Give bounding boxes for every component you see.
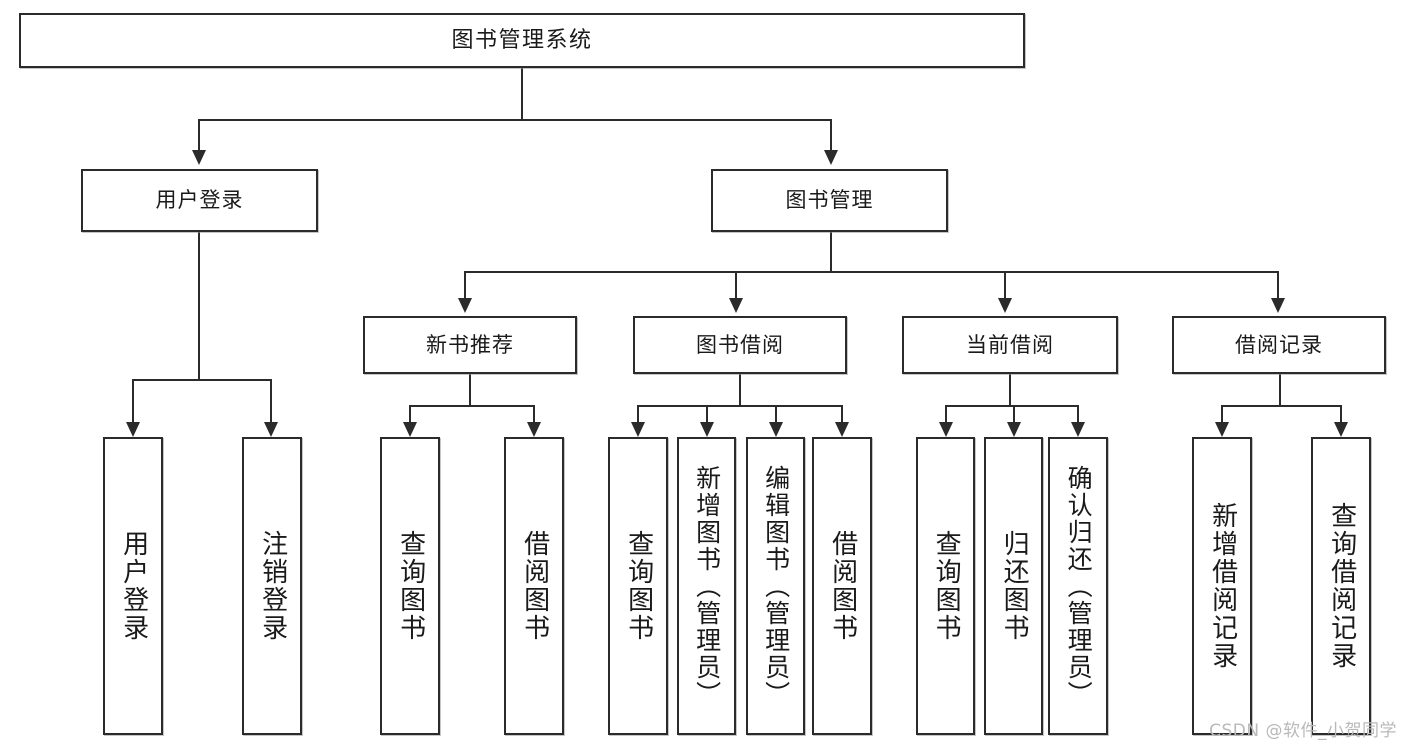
leaf-label: 查询图书 xyxy=(931,530,962,642)
connector-borrow-record-leaf2 xyxy=(1340,405,1342,422)
leaf-return-book[interactable]: 归还图书 xyxy=(984,437,1043,735)
node-label: 图书管理 xyxy=(785,188,874,213)
leaf-label: 新增图书（管理员） xyxy=(692,464,722,708)
node-borrow-record[interactable]: 借阅记录 xyxy=(1172,316,1386,374)
leaf-add-book-admin[interactable]: 新增图书（管理员） xyxy=(677,437,736,735)
arrowhead-borrow-record xyxy=(1271,298,1285,313)
leaf-query-book-newbook[interactable]: 查询图书 xyxy=(380,437,440,735)
connector-level3-bus xyxy=(464,271,1278,273)
leaf-add-borrow-record[interactable]: 新增借阅记录 xyxy=(1192,437,1252,735)
node-book-manage[interactable]: 图书管理 xyxy=(711,169,948,232)
arrowhead-leaf-query-book-b xyxy=(631,422,645,437)
leaf-label: 新增借阅记录 xyxy=(1207,502,1238,670)
node-label: 图书管理系统 xyxy=(451,27,593,53)
node-label: 用户登录 xyxy=(155,188,244,213)
connector-user-login-leaf1 xyxy=(132,379,134,422)
node-root-system[interactable]: 图书管理系统 xyxy=(19,13,1025,68)
connector-book-manage-stem xyxy=(830,232,832,272)
connector-new-book-rec-leaf1 xyxy=(409,405,411,422)
connector-current-borrow-leaf2 xyxy=(1013,405,1015,422)
connector-book-borrow-stem xyxy=(739,374,741,406)
node-label: 借阅记录 xyxy=(1235,332,1323,357)
connector-new-book-rec-bus xyxy=(409,405,535,407)
leaf-borrow-book[interactable]: 借阅图书 xyxy=(812,437,872,735)
node-current-borrow[interactable]: 当前借阅 xyxy=(902,316,1118,374)
arrowhead-leaf-query-book-a xyxy=(403,422,417,437)
arrowhead-leaf-confirm-return xyxy=(1071,422,1085,437)
leaf-confirm-return-admin[interactable]: 确认归还（管理员） xyxy=(1048,437,1108,735)
connector-current-borrow-leaf3 xyxy=(1077,405,1079,422)
connector-to-user-login xyxy=(198,119,200,150)
connector-book-borrow-leaf4 xyxy=(841,405,843,422)
leaf-logout[interactable]: 注销登录 xyxy=(242,437,302,735)
arrowhead-leaf-return-book xyxy=(1007,422,1021,437)
connector-new-book-rec-stem xyxy=(469,374,471,406)
node-book-borrow[interactable]: 图书借阅 xyxy=(633,316,847,374)
leaf-label: 归还图书 xyxy=(999,530,1030,642)
connector-root-trunk xyxy=(521,68,523,120)
connector-to-book-manage xyxy=(830,119,832,150)
node-label: 新书推荐 xyxy=(426,332,514,357)
connector-book-borrow-bus xyxy=(637,405,843,407)
arrowhead-leaf-user-login xyxy=(126,422,140,437)
connector-to-current-borrow xyxy=(1004,271,1006,300)
connector-user-login-leaf2 xyxy=(270,379,272,422)
leaf-label: 查询图书 xyxy=(395,530,426,642)
connector-user-login-stem xyxy=(198,232,200,380)
node-label: 图书借阅 xyxy=(696,332,784,357)
arrowhead-leaf-add-record xyxy=(1215,422,1229,437)
leaf-query-book-current[interactable]: 查询图书 xyxy=(916,437,975,735)
arrowhead-new-book-rec xyxy=(458,298,472,313)
csdn-watermark: CSDN @软件_小贺同学 xyxy=(1209,721,1397,741)
leaf-edit-book-admin[interactable]: 编辑图书（管理员） xyxy=(746,437,805,735)
leaf-label: 确认归还（管理员） xyxy=(1064,464,1094,708)
arrowhead-leaf-add-book xyxy=(700,422,714,437)
connector-borrow-record-leaf1 xyxy=(1221,405,1223,422)
connector-book-borrow-leaf3 xyxy=(775,405,777,422)
connector-current-borrow-leaf1 xyxy=(945,405,947,422)
leaf-label: 查询借阅记录 xyxy=(1326,502,1357,670)
connector-level2-bus xyxy=(198,119,832,121)
arrowhead-book-borrow xyxy=(729,298,743,313)
leaf-query-borrow-record[interactable]: 查询借阅记录 xyxy=(1311,437,1371,735)
connector-to-new-book-rec xyxy=(464,271,466,300)
connector-current-borrow-stem xyxy=(1009,374,1011,406)
leaf-label: 查询图书 xyxy=(623,530,654,642)
arrowhead-leaf-logout xyxy=(264,422,278,437)
leaf-label: 借阅图书 xyxy=(827,530,858,642)
arrowhead-leaf-borrow-book-a xyxy=(527,422,541,437)
connector-borrow-record-stem xyxy=(1279,374,1281,406)
connector-user-login-bus xyxy=(132,379,272,381)
connector-book-borrow-leaf2 xyxy=(706,405,708,422)
connector-current-borrow-bus xyxy=(945,405,1078,407)
leaf-user-login[interactable]: 用户登录 xyxy=(103,437,163,735)
arrowhead-book-manage xyxy=(824,150,838,165)
arrowhead-user-login xyxy=(192,150,206,165)
leaf-query-book-borrow[interactable]: 查询图书 xyxy=(608,437,668,735)
arrowhead-leaf-borrow-book-b xyxy=(835,422,849,437)
node-new-book-rec[interactable]: 新书推荐 xyxy=(363,316,577,374)
node-label: 当前借阅 xyxy=(966,332,1054,357)
arrowhead-leaf-query-book-c xyxy=(939,422,953,437)
connector-to-borrow-record xyxy=(1277,271,1279,300)
connector-new-book-rec-leaf2 xyxy=(533,405,535,422)
leaf-label: 编辑图书（管理员） xyxy=(761,464,791,708)
connector-borrow-record-bus xyxy=(1221,405,1342,407)
leaf-label: 用户登录 xyxy=(118,530,149,642)
leaf-label: 借阅图书 xyxy=(519,530,550,642)
connector-to-book-borrow xyxy=(735,271,737,300)
arrowhead-leaf-query-record xyxy=(1334,422,1348,437)
connector-book-borrow-leaf1 xyxy=(637,405,639,422)
arrowhead-current-borrow xyxy=(998,298,1012,313)
leaf-label: 注销登录 xyxy=(257,530,288,642)
leaf-borrow-book-newbook[interactable]: 借阅图书 xyxy=(504,437,564,735)
arrowhead-leaf-edit-book xyxy=(769,422,783,437)
node-user-login[interactable]: 用户登录 xyxy=(81,169,318,232)
